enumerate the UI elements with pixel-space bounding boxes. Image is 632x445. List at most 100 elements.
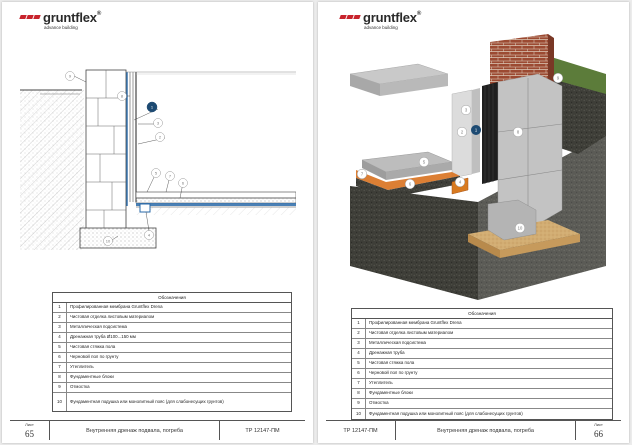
legend-row: 6 Черновой пол по грунту [53, 353, 291, 363]
legend-text: Отмостка [369, 400, 389, 406]
legend-table: Обозначения 1 Профилированная мембрана G… [351, 308, 613, 420]
callout-3 [153, 118, 163, 128]
legend-text: Чистовая стяжка пола [70, 344, 116, 350]
legend-row: 2 Чистовая отделка листовым материалом [352, 329, 612, 339]
legend-row: 6 Черновой пол по грунту [352, 369, 612, 379]
callout-6-label: 6 [409, 182, 412, 187]
callout-7-label: 7 [361, 172, 364, 177]
callout-4 [144, 230, 154, 240]
legend-row: 3 Металлическая подсистема [53, 323, 291, 333]
legend-number: 4 [352, 349, 366, 358]
legend-number: 8 [53, 373, 67, 382]
callout-8-label: 8 [517, 130, 520, 135]
callout-1-label: 1 [475, 128, 478, 133]
legend-text: Чистовая отделка листовым материалом [70, 314, 155, 320]
legend-number: 2 [352, 329, 366, 338]
grass-strip [548, 56, 606, 94]
callout-10-label: 10 [106, 239, 111, 244]
logo-bars-icon [339, 15, 361, 19]
legend-number: 9 [53, 383, 67, 392]
legend-row: 8 Фундаментные блоки [53, 373, 291, 383]
legend-number: 5 [53, 343, 67, 352]
legend-row: 4 Дренажная труба [352, 349, 612, 359]
brick-wall [490, 34, 548, 86]
brand-reg: ® [96, 11, 102, 17]
callout-5-label: 5 [423, 160, 426, 165]
callout-9 [552, 72, 564, 84]
floor-screed [135, 191, 296, 199]
legend-number: 2 [53, 313, 67, 322]
legend-number: 3 [352, 339, 366, 348]
sheet-label: Лист [25, 422, 34, 427]
legend-text: Чистовая отделка листовым материалом [369, 330, 454, 336]
legend-text: Профилированная мембрана Gruntflex Drena [70, 304, 163, 310]
brand-logo: gruntflex ® advance building [19, 10, 102, 30]
callout-1 [146, 101, 158, 113]
brand-reg: ® [416, 11, 422, 17]
legend-row: 2 Чистовая отделка листовым материалом [53, 313, 291, 323]
title-block: Лист 65 Внутренняя дренаж подвала, погре… [10, 420, 305, 440]
callout-3-label: 3 [157, 121, 160, 126]
callout-1-label: 1 [151, 105, 154, 110]
legend-header: Обозначения [352, 309, 612, 319]
brand-tagline: advance building [44, 25, 78, 30]
basement-section-drawing: 1 2 3 4 5 6 7 8 9 10 [20, 69, 296, 250]
callout-8 [512, 126, 524, 138]
left-page: gruntflex ® advance building [2, 2, 313, 443]
footing-block [487, 199, 537, 241]
legend-text: Дренажная труба [369, 350, 405, 356]
legend-text: Утеплитель [70, 364, 94, 370]
legend-number: 9 [352, 399, 366, 408]
legend-header: Обозначения [53, 293, 291, 303]
callout-9-label: 9 [69, 74, 72, 79]
callout-9-label: 9 [557, 76, 560, 81]
legend-row: 5 Чистовая стяжка пола [352, 359, 612, 369]
legend-row: 7 Утеплитель [352, 379, 612, 389]
legend-text: Черновой пол по грунту [70, 354, 119, 360]
legend-text: Фундаментные блоки [70, 374, 114, 380]
legend-text: Фундаментная подушка или монолитный пояс… [70, 398, 224, 404]
legend-number: 1 [53, 303, 67, 312]
callout-2-label: 2 [159, 135, 162, 140]
callout-10-label: 10 [518, 226, 523, 231]
sheet-label: Лист [594, 422, 603, 427]
brand-logo: gruntflex ® advance building [339, 11, 422, 30]
legend-number: 5 [352, 359, 366, 368]
sheet-number: 65 [25, 428, 34, 439]
legend-number: 4 [53, 333, 67, 342]
legend-row: 1 Профилированная мембрана Gruntflex Dre… [53, 303, 291, 313]
brand-tagline: advance building [364, 25, 398, 30]
sheet-cell: Лист 66 [576, 421, 621, 440]
callout-6 [404, 178, 416, 190]
legend-number: 8 [352, 389, 366, 398]
sheet-number: 66 [594, 428, 603, 439]
legend-text: Фундаментная подушка или монолитный пояс… [369, 410, 523, 416]
brand-name: gruntflex [43, 10, 97, 25]
drawing-title: Внутренняя дренаж подвала, погреба [50, 421, 220, 440]
legend-row: 7 Утеплитель [53, 363, 291, 373]
callout-5-label: 5 [155, 171, 158, 176]
legend-row: 10 Фундаментная подушка или монолитный п… [352, 409, 612, 419]
legend-table: Обозначения 1 Профилированная мембрана G… [52, 292, 292, 412]
legend-number: 7 [53, 363, 67, 372]
legend-number: 6 [53, 353, 67, 362]
legend-row: 9 Отмостка [352, 399, 612, 409]
callout-10 [103, 236, 113, 246]
callout-6 [178, 178, 188, 188]
document-code: ТР 12147-ПМ [245, 427, 280, 434]
legend-text: Фундаментные блоки [369, 390, 413, 396]
legend-number: 7 [352, 379, 366, 388]
title-block: ТР 12147-ПМ Внутренняя дренаж подвала, п… [326, 420, 621, 440]
legend-text: Черновой пол по грунту [369, 370, 418, 376]
legend-number: 10 [352, 409, 366, 419]
callout-7 [356, 168, 368, 180]
legend-text: Дренажная труба Ø100...150 мм [70, 334, 136, 340]
callout-8 [117, 91, 127, 101]
legend-text: Утеплитель [369, 380, 393, 386]
legend-row: 3 Металлическая подсистема [352, 339, 612, 349]
callout-5 [151, 168, 161, 178]
drain-pipe [139, 203, 151, 213]
drawing-title: Внутренняя дренаж подвала, погреба [396, 421, 576, 440]
legend-row: 9 Отмостка [53, 383, 291, 393]
legend-text: Металлическая подсистема [369, 340, 426, 346]
